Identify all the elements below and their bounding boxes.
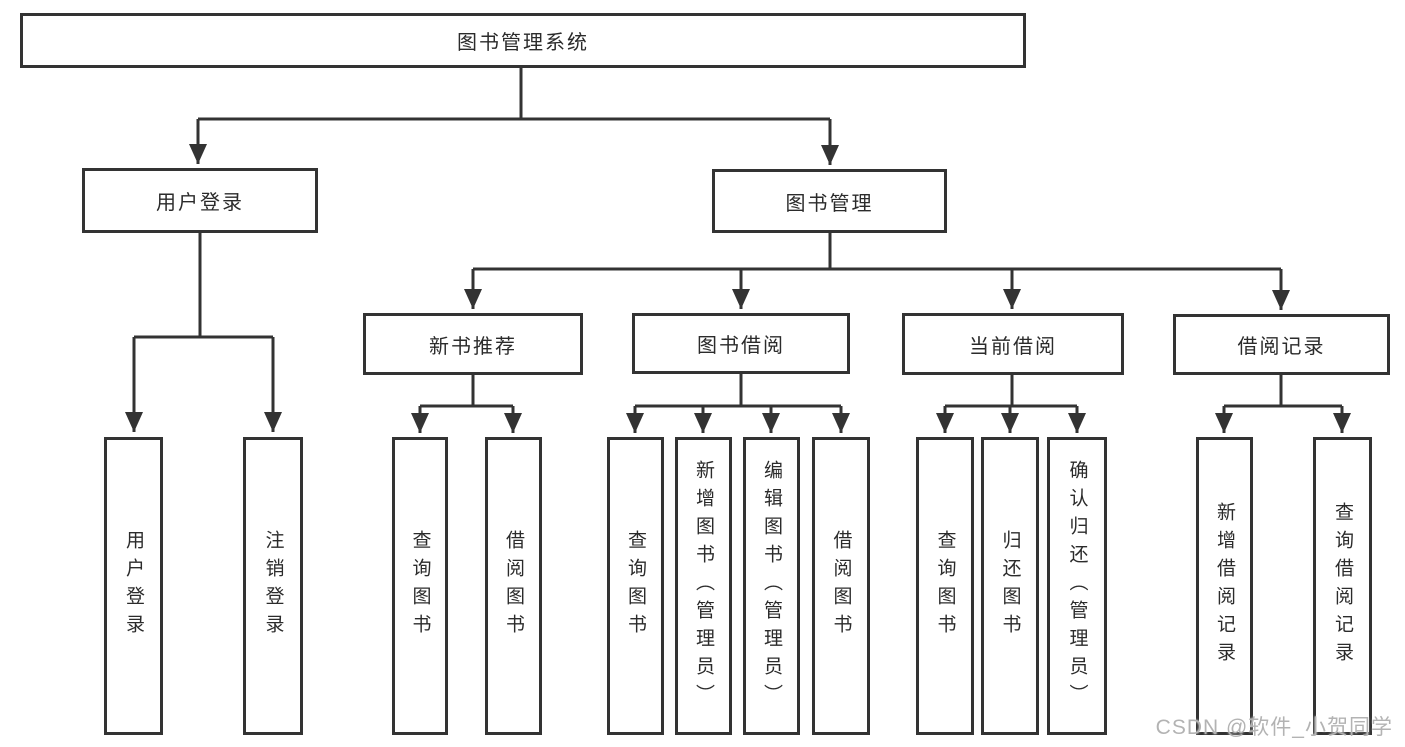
leaf-label: 借阅图书 [503, 530, 524, 642]
leaf-edit-books-admin: 编辑图书（管理员） [743, 437, 800, 735]
leaf-add-books-admin: 新增图书（管理员） [675, 437, 732, 735]
leaf-label: 归还图书 [999, 530, 1021, 642]
leaf-label: 查询图书 [934, 530, 956, 642]
leaf-label: 查询图书 [409, 530, 431, 642]
node-new-book-recommendation: 新书推荐 [363, 313, 583, 375]
leaf-label: 确认归还（管理员） [1066, 460, 1088, 712]
leaf-query-books: 查询图书 [916, 437, 974, 735]
node-label: 图书借阅 [697, 335, 785, 357]
leaf-label: 编辑图书（管理员） [761, 460, 782, 712]
leaf-label: 注销登录 [262, 530, 284, 642]
node-current-borrowing: 当前借阅 [902, 313, 1124, 375]
node-label: 新书推荐 [429, 335, 517, 358]
leaf-label: 新增图书（管理员） [693, 460, 714, 712]
leaf-label: 用户登录 [123, 530, 144, 642]
leaf-confirm-return-admin: 确认归还（管理员） [1047, 437, 1107, 735]
leaf-borrow-books: 借阅图书 [812, 437, 870, 735]
leaf-label: 新增借阅记录 [1214, 502, 1235, 670]
leaf-borrow-books: 借阅图书 [485, 437, 542, 735]
node-book-management: 图书管理 [712, 169, 947, 233]
node-label: 图书管理 [785, 192, 874, 215]
node-library-management-system: 图书管理系统 [20, 13, 1026, 68]
node-user-login: 用户登录 [82, 168, 318, 233]
node-borrowing-records: 借阅记录 [1173, 314, 1390, 375]
node-label: 用户登录 [156, 192, 244, 214]
node-label: 当前借阅 [969, 335, 1057, 358]
leaf-return-books: 归还图书 [981, 437, 1039, 735]
leaf-label: 借阅图书 [830, 530, 852, 642]
node-label: 借阅记录 [1237, 336, 1326, 358]
leaf-query-borrow-record: 查询借阅记录 [1313, 437, 1372, 735]
leaf-user-login: 用户登录 [104, 437, 163, 735]
node-label: 图书管理系统 [457, 32, 589, 54]
leaf-query-books: 查询图书 [392, 437, 448, 735]
leaf-label: 查询图书 [625, 530, 646, 642]
leaf-query-books: 查询图书 [607, 437, 664, 735]
csdn-watermark: CSDN @软件_小贺同学 [1155, 716, 1393, 739]
connector-segment [134, 68, 1342, 408]
leaf-label: 查询借阅记录 [1332, 502, 1353, 670]
leaf-logout: 注销登录 [243, 437, 303, 735]
leaf-add-borrow-record: 新增借阅记录 [1196, 437, 1253, 735]
node-book-borrowing: 图书借阅 [632, 313, 850, 374]
